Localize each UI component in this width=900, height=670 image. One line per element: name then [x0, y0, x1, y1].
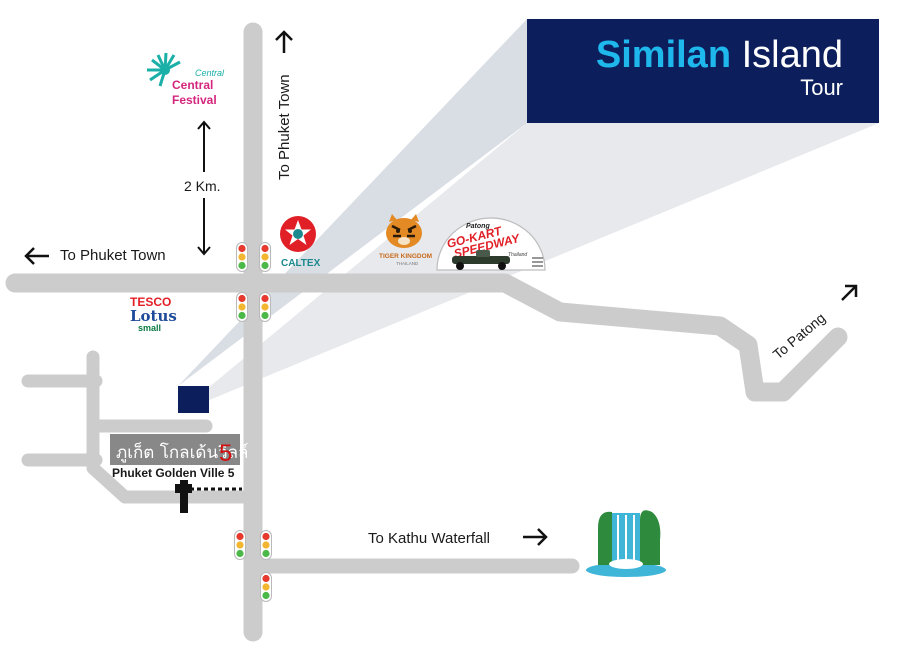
central-festival-small: Central: [195, 68, 225, 78]
road-main-east-west: [5, 273, 848, 402]
arrow-right-icon: [523, 528, 548, 546]
go-kart-speedway-logo: Patong GO-KART SPEEDWAY Thailand: [436, 217, 546, 271]
village-name-thai: ภูเก็ต โกลเด้นวิลล์: [116, 441, 248, 463]
title-heading: Similan Island: [596, 33, 843, 77]
caltex-name: CALTEX: [281, 258, 321, 269]
distance-label: 2 Km.: [184, 178, 221, 194]
traffic-light-icon: [236, 242, 248, 272]
arrow-left-icon: [24, 247, 49, 265]
road-network: [5, 22, 848, 642]
destination-square-icon[interactable]: [178, 386, 209, 413]
central-festival-line2: Festival: [172, 93, 217, 107]
to-phuket-town-west-label: To Phuket Town: [60, 247, 166, 264]
waterfall-icon: [586, 510, 666, 577]
tesco-lotus-logo: TESCO Lotus small: [130, 295, 177, 333]
tiger-kingdom-name: TIGER KINGDOM: [379, 253, 432, 260]
tesco-line3: small: [138, 323, 161, 333]
go-kart-car-icon: [452, 250, 510, 270]
gate-barrier-icon: [175, 480, 242, 513]
tesco-line1: TESCO: [130, 295, 171, 309]
village-name-en: Phuket Golden Ville 5: [112, 466, 235, 480]
to-kathu-waterfall-label: To Kathu Waterfall: [368, 530, 490, 547]
title-box: Similan Island Tour: [527, 19, 879, 123]
tiger-head-icon: [386, 214, 422, 248]
traffic-light-icon: [234, 530, 246, 560]
arrow-up-icon: [275, 30, 293, 53]
road-village-loop: [86, 350, 260, 504]
tesco-line2: Lotus: [130, 307, 177, 325]
tiger-kingdom-sub: THAILAND: [396, 261, 419, 266]
tiger-kingdom-logo: TIGER KINGDOM THAILAND: [379, 214, 432, 266]
traffic-light-icon: [260, 572, 272, 602]
distance-indicator: [197, 120, 211, 256]
traffic-light-icon: [260, 530, 272, 560]
traffic-light-icon: [236, 292, 248, 322]
central-festival-line1: Central: [172, 78, 213, 92]
title-accent-word: Similan: [595, 34, 732, 76]
arrow-up-right-icon: [841, 284, 858, 301]
title-rest-word: Island: [741, 34, 843, 76]
village-number: 5: [219, 440, 232, 467]
village-sign-plate: [110, 434, 240, 465]
caltex-logo: CALTEX: [280, 216, 321, 269]
go-kart-sub: Thailand: [508, 252, 527, 258]
traffic-light-icon: [259, 292, 271, 322]
to-phuket-town-north-label: To Phuket Town: [276, 74, 293, 180]
title-subtitle: Tour: [800, 75, 843, 100]
central-festival-logo: Central Central Festival: [147, 52, 225, 107]
traffic-light-icon: [259, 242, 271, 272]
go-kart-top: Patong: [466, 223, 490, 230]
village-sign: ภูเก็ต โกลเด้นวิลล์ 5 Phuket Golden Vill…: [110, 434, 248, 480]
